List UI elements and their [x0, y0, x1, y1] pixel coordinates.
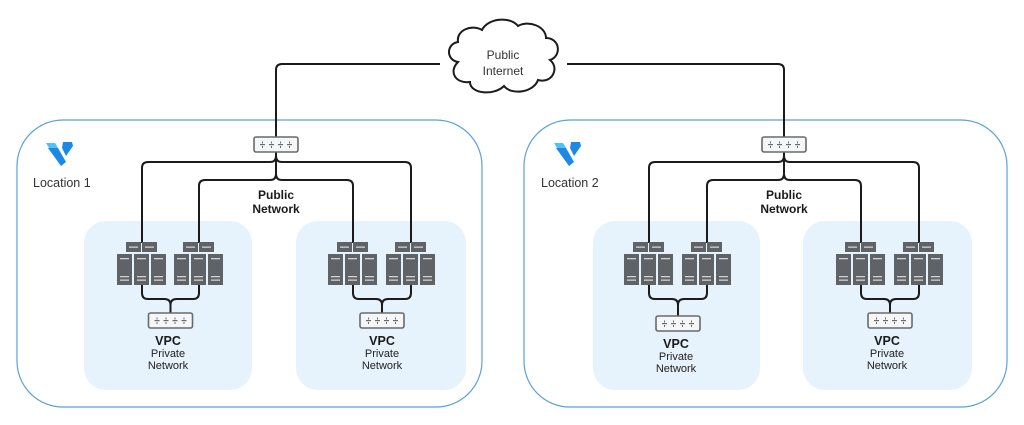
- location-2-vpc-2-line1: Private: [870, 348, 904, 360]
- location-2-vpc-1-private-switch: [655, 315, 701, 332]
- location-2-public-network-line2: Network: [760, 202, 808, 216]
- location-1-vpc-2-line2: Network: [362, 360, 403, 372]
- location-1-vpc-1-private-switch: [147, 312, 194, 329]
- location-1-vpc-1-title: VPC: [155, 334, 181, 348]
- location-2-vpc-2-server-group-2: [894, 242, 943, 285]
- location-1-public-wiring: [141, 152, 412, 243]
- location-1-vpc-2-line1: Private: [365, 348, 399, 360]
- cloud-icon: [448, 18, 559, 94]
- location-2-vpc-1-server-group-1: [624, 242, 673, 285]
- location-1-public-network-line1: Public: [258, 188, 294, 202]
- location-2-vpc-2-private-switch: [867, 312, 913, 329]
- location-1-vpc-2-title: VPC: [369, 334, 395, 348]
- location-1-vpc-2-server-group-1: [328, 242, 377, 285]
- location-2-vpc-1-title: VPC: [663, 337, 689, 351]
- location-2-public-network-line1: Public: [766, 188, 802, 202]
- location-2-vpc-2-server-group-1: [836, 242, 885, 285]
- location-2-vpc-1-line2: Network: [656, 363, 697, 375]
- location-2-vpc-1-line1: Private: [659, 351, 693, 363]
- location-1-vpc-1-private-wiring: [141, 285, 200, 313]
- location-1-vpc-1-line2: Network: [148, 360, 189, 372]
- location-2-vpc-2-title: VPC: [874, 334, 900, 348]
- location-1-label: Location 1: [33, 176, 91, 190]
- location-2-vpc-1-server-group-2: [682, 242, 731, 285]
- internet-label-line2: Internet: [483, 64, 524, 78]
- location-1-vpc-1-server-group-1: [117, 242, 166, 285]
- location-1-uplink-wire: [275, 63, 440, 137]
- location-1-public-switch: [253, 136, 299, 153]
- location-2-label: Location 2: [541, 176, 599, 190]
- vultr-logo-icon: [554, 142, 581, 166]
- internet-label-line1: Public: [487, 48, 520, 62]
- location-1-vpc-1-server-group-2: [174, 242, 223, 285]
- location-2-uplink-wire: [567, 63, 785, 137]
- location-1-vpc-2-server-group-2: [386, 242, 435, 285]
- location-2-vpc-2-line2: Network: [867, 360, 908, 372]
- location-1-public-network-line2: Network: [252, 202, 300, 216]
- location-1-vpc-2-private-switch: [359, 312, 405, 329]
- location-2-public-wiring: [648, 152, 920, 243]
- location-2-vpc-1-private-wiring: [648, 285, 708, 316]
- vultr-logo-icon: [46, 142, 73, 166]
- location-2-vpc-2-private-wiring: [860, 285, 920, 313]
- location-2-public-switch: [761, 136, 807, 153]
- location-1-vpc-2-private-wiring: [352, 285, 412, 313]
- location-1-vpc-1-line1: Private: [151, 348, 185, 360]
